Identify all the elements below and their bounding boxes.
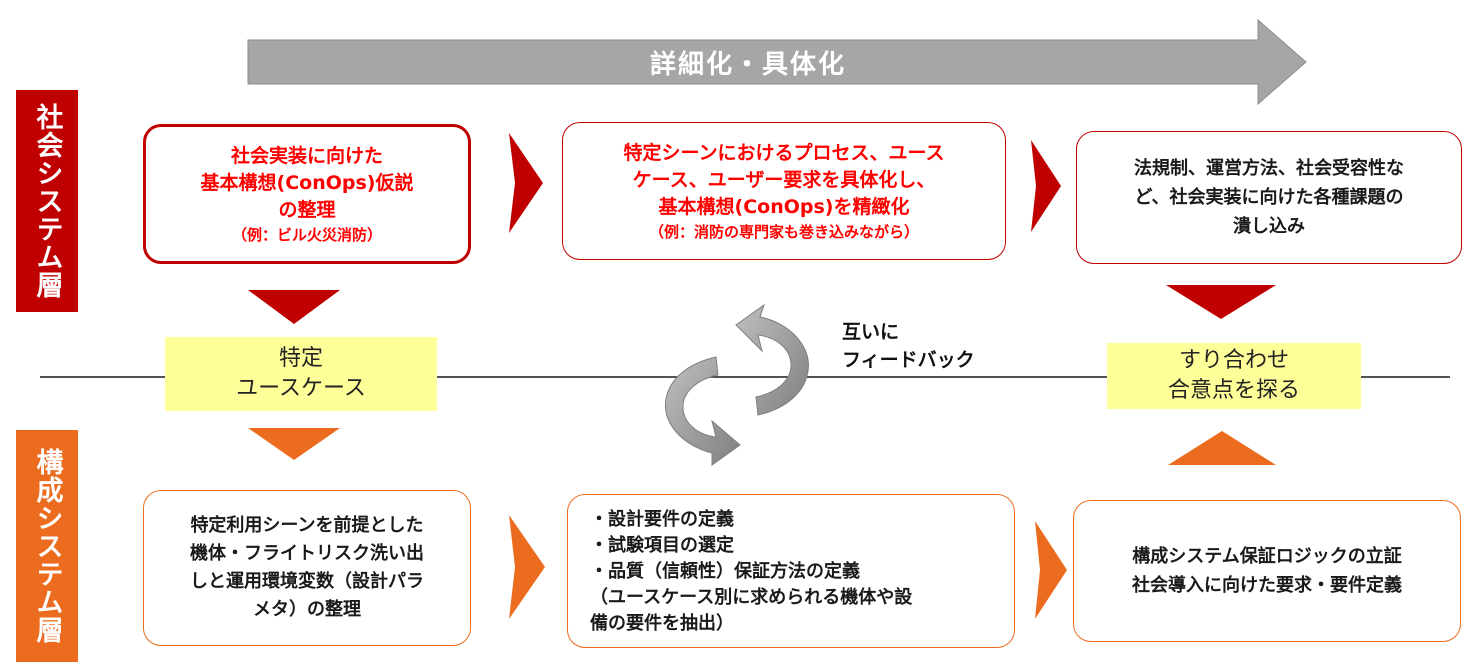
social-step-2-box: 特定シーンにおけるプロセス、ユース ケース、ユーザー要求を具体化し、 基本構想(… [562,122,1006,260]
social-system-layer-label: 社会システム層 [16,90,78,312]
component-step-3-box: 構成システム保証ロジックの立証 社会導入に向けた要求・要件定義 [1073,500,1461,642]
feedback-cycle-icon [665,303,809,466]
social-step-1-example: （例：ビル火災消防） [231,225,382,244]
chevron-right-icon [1031,140,1061,232]
use-case-note: 特定 ユースケース [165,337,437,411]
social-step-1-box: 社会実装に向けた 基本構想(ConOps)仮説 の整理 （例：ビル火災消防） [143,124,471,264]
arrow-down-icon [248,428,340,460]
arrow-up-icon [1168,431,1276,465]
social-step-2-text: 特定シーンにおけるプロセス、ユース ケース、ユーザー要求を具体化し、 基本構想(… [623,141,945,218]
progress-arrow-label: 詳細化・具体化 [649,49,846,80]
component-step-1-text: 特定利用シーンを前提とした 機体・フライトリスク洗い出 しと運用環境変数（設計パ… [190,515,424,620]
component-step-3-text: 構成システム保証ロジックの立証 社会導入に向けた要求・要件定義 [1132,546,1402,596]
component-step-2-item: ・試験項目の選定 [590,535,734,556]
chevron-right-icon [509,133,543,233]
chevron-right-icon [509,515,545,619]
component-step-2-item: ・設計要件の定義 [590,509,734,530]
arrow-down-icon [248,290,340,324]
component-step-2-note: （ユースケース別に求められる機体や設 備の要件を抽出） [590,587,913,634]
arrow-down-icon [1166,285,1276,319]
chevron-right-icon [1035,521,1067,619]
alignment-note: すり合わせ 合意点を探る [1107,343,1361,409]
social-step-3-text: 法規制、運営方法、社会受容性な ど、社会実装に向けた各種課題の 潰し込み [1134,158,1404,237]
feedback-label: 互いに フィードバック [842,321,975,371]
progress-arrow [247,18,1307,106]
component-step-1-box: 特定利用シーンを前提とした 機体・フライトリスク洗い出 しと運用環境変数（設計パ… [143,490,471,646]
social-step-1-text: 社会実装に向けた 基本構想(ConOps)仮説 の整理 [200,144,414,221]
social-step-2-example: （例：消防の専門家も巻き込みながら） [648,222,919,241]
component-step-2-box: ・設計要件の定義 ・試験項目の選定 ・品質（信頼性）保証方法の定義 （ユースケー… [567,494,1015,648]
social-step-3-box: 法規制、運営方法、社会受容性な ど、社会実装に向けた各種課題の 潰し込み [1076,131,1462,264]
component-step-2-item: ・品質（信頼性）保証方法の定義 [590,561,860,582]
component-system-layer-label: 構成システム層 [16,430,78,662]
